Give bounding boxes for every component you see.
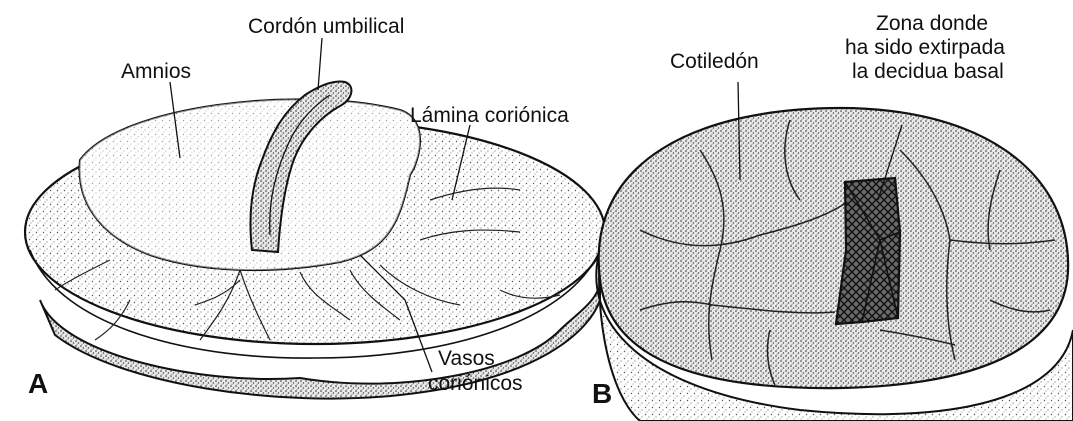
placenta-b-maternal-surface <box>599 108 1068 388</box>
panel-a: Cordón umbilical Amnios Lámina coriónica… <box>25 15 605 399</box>
panel-letter-b: B <box>592 378 612 409</box>
label-chorionic-plate: Lámina coriónica <box>410 104 569 127</box>
label-cotyledon: Cotiledón <box>670 50 759 73</box>
label-amnion: Amnios <box>121 60 191 83</box>
label-removed-zone-1: Zona donde <box>876 12 988 35</box>
label-removed-zone-3: la decidua basal <box>852 60 1004 83</box>
label-umbilical-cord: Cordón umbilical <box>248 15 404 38</box>
panel-letter-a: A <box>28 368 48 399</box>
label-chorionic-vessels-2: coriónicos <box>428 372 523 395</box>
panel-b: Cotiledón Zona donde ha sido extirpada l… <box>592 12 1073 421</box>
removed-decidua-zone <box>836 178 900 324</box>
label-chorionic-vessels-1: Vasos <box>438 347 495 370</box>
label-removed-zone-2: ha sido extirpada <box>845 36 1005 59</box>
